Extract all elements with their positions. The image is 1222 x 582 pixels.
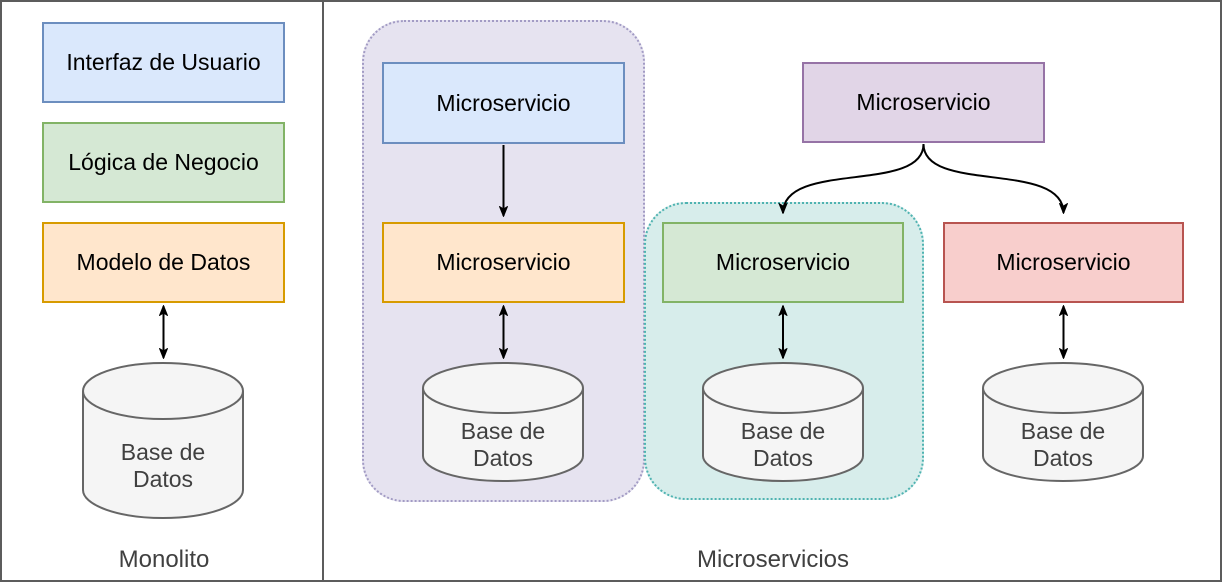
box-label: Microservicio	[996, 249, 1131, 275]
microservice-box-orange: Microservicio	[382, 222, 625, 303]
database-cylinder-monolith: Base de Datos	[82, 362, 244, 519]
microservice-box-purple: Microservicio	[802, 62, 1045, 143]
box-label: Interfaz de Usuario	[66, 49, 261, 75]
box-label: Microservicio	[436, 89, 571, 116]
database-cylinder-ms-2: Base de Datos	[702, 362, 864, 482]
cylinder-shape	[702, 362, 864, 482]
box-label: Microservicio	[715, 249, 851, 275]
microservices-caption: Microservicios	[696, 546, 849, 573]
monolith-caption: Monolito	[118, 546, 210, 573]
cylinder-shape	[982, 362, 1144, 482]
microservice-box-green: Microservicio	[662, 222, 904, 303]
database-label: Base de Datos	[120, 439, 206, 492]
arrow-ms-purple-to-red	[922, 143, 1068, 214]
box-label: Lógica de Negocio	[68, 149, 259, 175]
box-label: Modelo de Datos	[76, 249, 251, 275]
monolith-data-model-box: Modelo de Datos	[42, 222, 285, 303]
cylinder-shape	[82, 362, 244, 519]
panel-divider	[322, 2, 324, 580]
database-label: Base de Datos	[740, 418, 826, 471]
microservice-box-blue: Microservicio	[382, 62, 625, 144]
database-cylinder-ms-3: Base de Datos	[982, 362, 1144, 482]
database-cylinder-ms-1: Base de Datos	[422, 362, 584, 482]
database-label: Base de Datos	[460, 418, 546, 471]
box-label: Microservicio	[436, 249, 571, 275]
monolith-business-logic-box: Lógica de Negocio	[42, 122, 285, 203]
microservice-box-red: Microservicio	[943, 222, 1184, 303]
box-label: Microservicio	[856, 89, 991, 115]
cylinder-shape	[422, 362, 584, 482]
database-label: Base de Datos	[1020, 418, 1106, 471]
monolith-ui-box: Interfaz de Usuario	[42, 22, 285, 103]
